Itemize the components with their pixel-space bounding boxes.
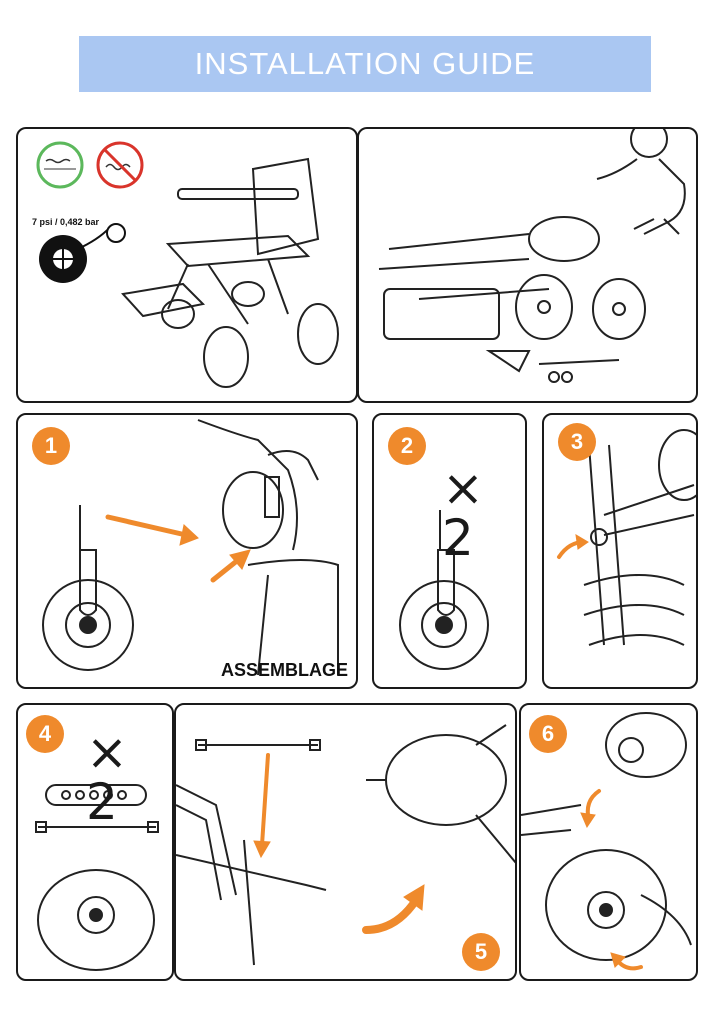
step-3-badge: 3: [558, 423, 596, 461]
step-4-quantity: × 2: [86, 723, 128, 831]
step-4-parts-illustration: [35, 784, 159, 971]
step-5-badge: 5: [462, 933, 500, 971]
water-forbidden-icon: [96, 141, 144, 189]
step-2-wheel-illustration: [399, 510, 489, 670]
water-allowed-icon: [36, 141, 84, 189]
step-3-illustration: [557, 429, 696, 646]
pressure-label: 7 psi / 0,482 bar: [32, 217, 100, 227]
step-5-arrows: [253, 753, 425, 934]
assembled-chair-illustration: [36, 141, 339, 388]
step-1-panel: 1 ASSEMBLAGE: [16, 413, 358, 689]
step-2-badge: 2: [388, 427, 426, 465]
step-1-arrows: [105, 514, 251, 583]
step-6-badge: 6: [529, 715, 567, 753]
assemblage-caption: ASSEMBLAGE: [220, 660, 348, 680]
step-6-arrows: [580, 789, 643, 971]
step-1-illustration: [42, 419, 339, 676]
chair-lines: [121, 157, 339, 388]
pressure-gauge-icon: [39, 223, 126, 283]
step-2-quantity: × 2: [442, 459, 484, 567]
unpacked-parts-panel: [357, 127, 698, 403]
step-5-panel: 5: [174, 703, 517, 981]
mechanic-character-illustration: [596, 129, 686, 235]
step-4-badge: 4: [26, 715, 64, 753]
step-3-panel: 3: [542, 413, 698, 689]
step-2-panel: 2 × 2: [372, 413, 527, 689]
step-3-arrow: [557, 534, 589, 559]
step-5-illustration: [176, 724, 515, 966]
step-6-panel: 6: [519, 703, 698, 981]
page-title: INSTALLATION GUIDE: [194, 46, 536, 81]
title-banner: INSTALLATION GUIDE: [79, 36, 651, 92]
overview-chair-panel: 7 psi / 0,482 bar: [16, 127, 358, 403]
parts-illustration: [378, 129, 686, 383]
step-4-panel: 4 × 2: [16, 703, 174, 981]
step-1-badge: 1: [32, 427, 70, 465]
step-6-illustration: [521, 712, 692, 971]
